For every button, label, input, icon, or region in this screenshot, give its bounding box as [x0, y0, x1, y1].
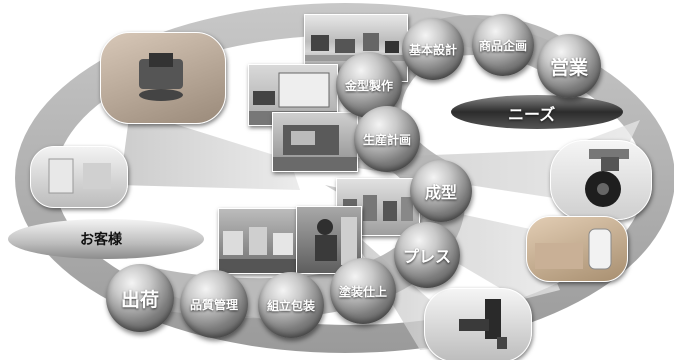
machine-photo: [272, 112, 358, 172]
customer-label: お客様: [80, 232, 122, 248]
node-eigyo: 営業: [537, 34, 601, 98]
node-toso-shiage: 塗装仕上: [330, 258, 396, 324]
needs-label: ニーズ: [508, 105, 556, 124]
node-shohin-kikaku: 商品企画: [472, 14, 534, 76]
node-kanagata-seisaku-label: 金型製作: [344, 78, 393, 93]
customer-pill: [8, 219, 204, 259]
node-toso-shiage-label: 塗装仕上: [338, 284, 387, 299]
node-seikei-label: 成型: [424, 183, 457, 202]
node-shukka: 出荷: [106, 264, 174, 332]
node-kumitate-hoso-label: 組立包装: [266, 298, 315, 313]
node-kihon-sekkei-label: 基本設計: [408, 42, 457, 57]
node-kumitate-hoso: 組立包装: [258, 272, 324, 338]
node-hinshitsu-kanri: 品質管理: [180, 270, 248, 338]
knob-product-photo: [424, 288, 532, 360]
needs-pill: [451, 95, 623, 129]
clip-product-photo: [100, 32, 226, 124]
caster-product-photo: [550, 140, 652, 220]
node-seisan-keikaku-label: 生産計画: [362, 132, 411, 147]
panel-product-photo: [526, 216, 628, 282]
node-seisan-keikaku: 生産計画: [354, 106, 420, 172]
node-press-label: プレス: [402, 247, 451, 266]
node-shohin-kikaku-label: 商品企画: [478, 38, 527, 53]
warehouse-photo: [218, 208, 298, 274]
node-shukka-label: 出荷: [120, 288, 159, 311]
node-hinshitsu-kanri-label: 品質管理: [189, 297, 238, 312]
node-seikei: 成型: [410, 160, 472, 222]
node-press: プレス: [394, 222, 460, 288]
hook-product-photo: [30, 146, 128, 208]
node-kihon-sekkei: 基本設計: [402, 18, 464, 80]
node-eigyo-label: 営業: [549, 56, 588, 79]
